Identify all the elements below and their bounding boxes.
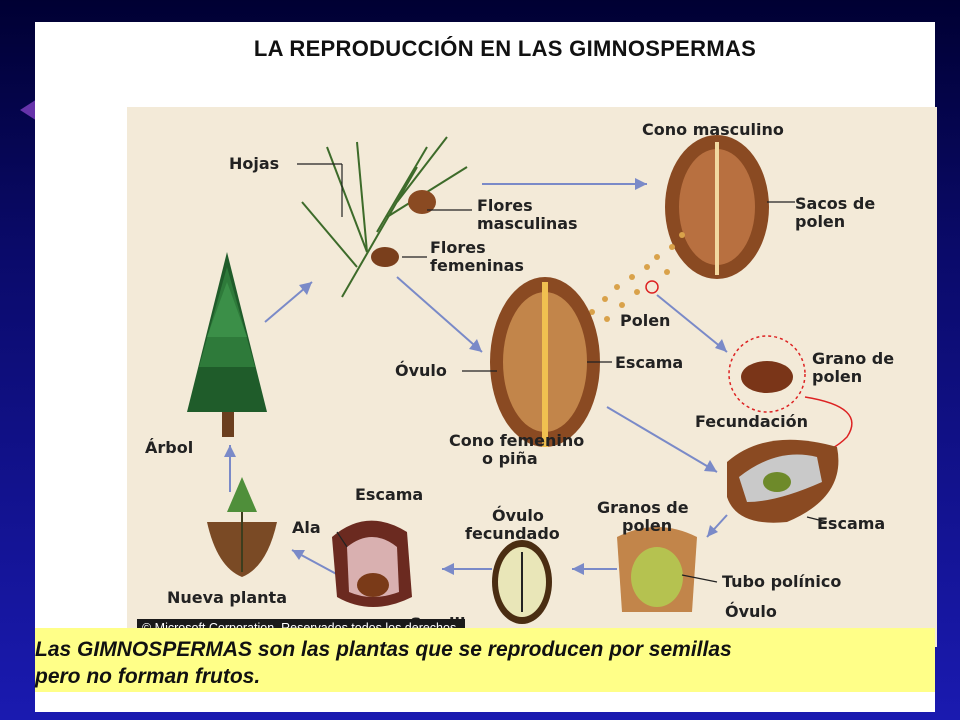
label-hojas: Hojas — [229, 154, 280, 173]
label-granos-2: polen — [622, 516, 673, 535]
female-cone-illustration — [490, 277, 600, 447]
male-flowers — [408, 190, 436, 214]
label-ovulo: Óvulo — [395, 361, 447, 380]
gymnosperm-diagram: Hojas Flores masculinas Flores femeninas… — [127, 107, 937, 647]
arrow-to-pollen-grain — [656, 294, 728, 353]
pollen-highlight — [645, 280, 659, 294]
arrow-to-fertilization — [606, 406, 718, 473]
diagram-illustration — [187, 135, 853, 624]
label-flores-femeninas-1: Flores — [430, 238, 486, 257]
label-sacos-1: Sacos de — [795, 194, 876, 213]
label-escama-fecundacion: Escama — [817, 514, 886, 533]
label-arbol: Árbol — [145, 438, 194, 457]
label-escama: Escama — [615, 353, 684, 372]
tree-illustration — [187, 252, 267, 437]
pollen-ovule-illustration — [617, 527, 697, 612]
slide-panel: LA REPRODUCCIÓN EN LAS GIMNOSPERMAS — [35, 22, 937, 712]
label-cono-femenino-1: Cono femenino — [449, 431, 585, 450]
label-flores-masculinas-2: masculinas — [477, 214, 578, 233]
caption-line-2: pero no forman frutos. — [35, 665, 261, 688]
label-grano-2: polen — [812, 367, 863, 386]
label-ovulo-fecundado-1: Óvulo — [492, 506, 544, 525]
label-tubo-polinico: Tubo polínico — [722, 572, 842, 591]
seed-illustration — [332, 520, 412, 607]
caption-line-1: Las GIMNOSPERMAS son las plantas que se … — [35, 638, 732, 661]
label-cono-masculino: Cono masculino — [642, 120, 784, 139]
male-cone-illustration — [665, 135, 769, 279]
caption-text: Las GIMNOSPERMAS son las plantas que se … — [35, 636, 915, 690]
pollen-grain — [741, 361, 793, 393]
pollen-particles — [589, 232, 685, 322]
label-grano-1: Grano de — [812, 349, 895, 368]
arrow-to-female-cone — [396, 276, 483, 353]
label-nueva-planta: Nueva planta — [167, 588, 287, 607]
label-fecundacion: Fecundación — [695, 412, 808, 431]
fertilized-ovule-illustration — [492, 540, 552, 624]
fertilization-illustration — [727, 439, 839, 523]
label-escama-semilla: Escama — [355, 485, 424, 504]
label-sacos-2: polen — [795, 212, 846, 231]
label-flores-femeninas-2: femeninas — [430, 256, 524, 275]
label-flores-masculinas-1: Flores — [477, 196, 533, 215]
label-polen: Polen — [620, 311, 671, 330]
label-ovulo-2: Óvulo — [725, 602, 777, 621]
female-flowers — [371, 247, 399, 267]
label-granos-1: Granos de — [597, 498, 689, 517]
label-ala: Ala — [292, 518, 321, 537]
slide-title: LA REPRODUCCIÓN EN LAS GIMNOSPERMAS — [253, 36, 757, 61]
label-cono-femenino-2: o piña — [482, 449, 538, 468]
new-plant-illustration — [207, 477, 277, 577]
label-ovulo-fecundado-2: fecundado — [465, 524, 560, 543]
caption-box: Las GIMNOSPERMAS son las plantas que se … — [35, 628, 935, 692]
pollen-grain-circle — [728, 335, 806, 413]
